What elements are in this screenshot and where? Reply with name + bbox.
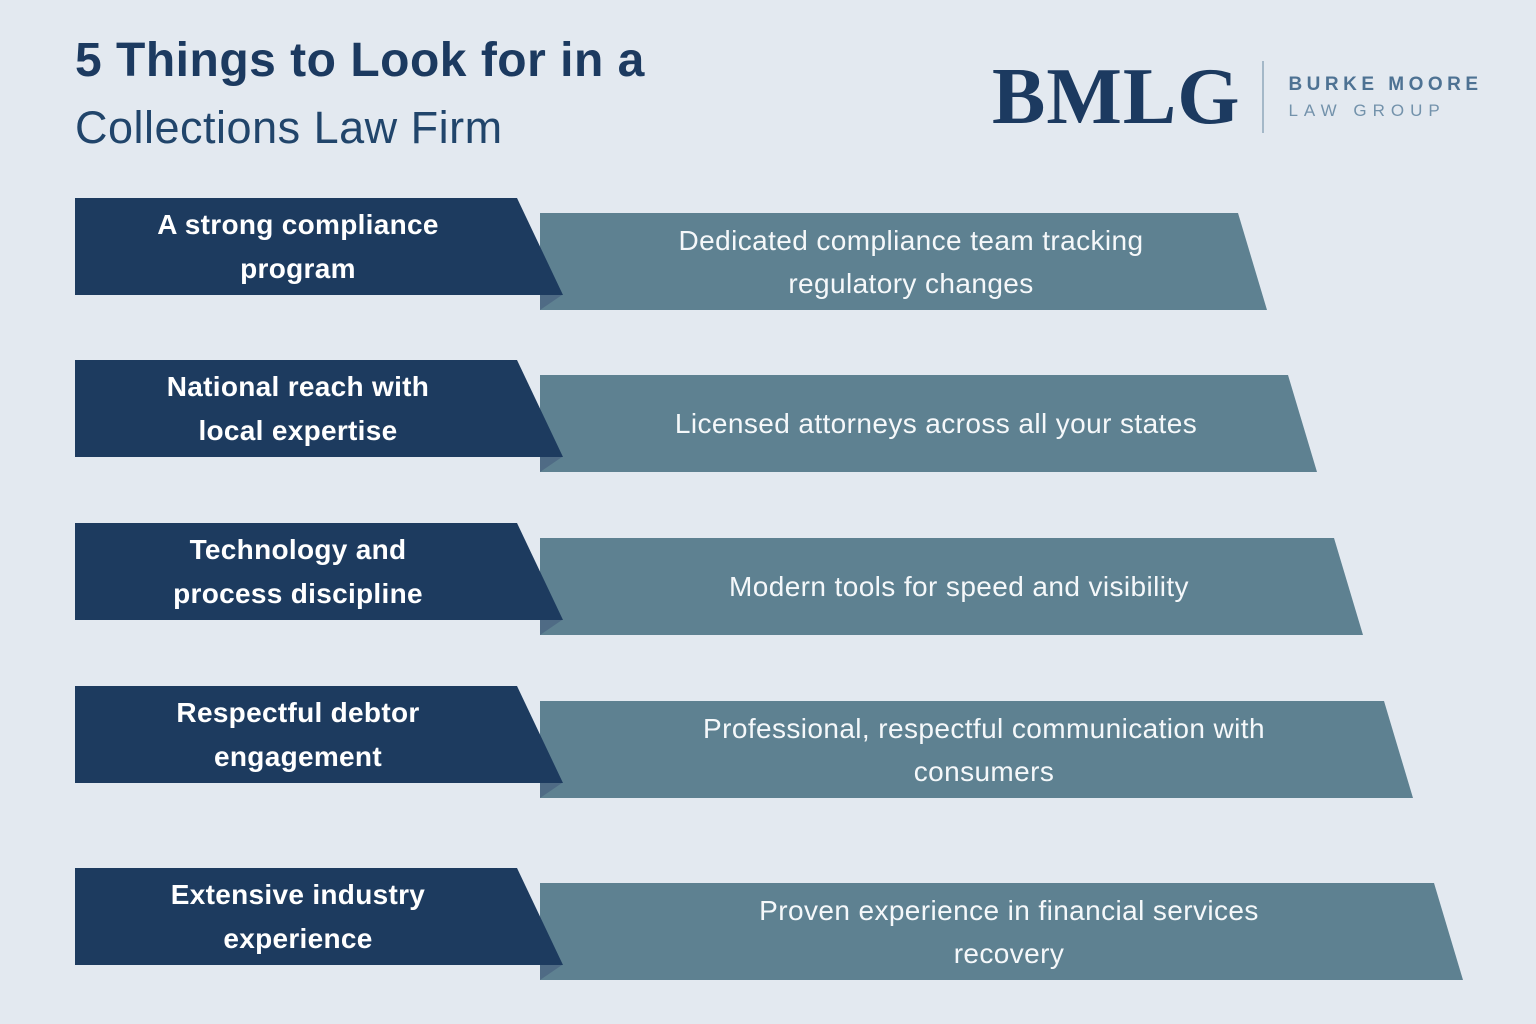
item-label-ribbon: National reach with local expertise — [75, 360, 563, 457]
list-item: Licensed attorneys across all your state… — [0, 360, 1536, 490]
item-label-text: A strong compliance program — [157, 208, 439, 284]
item-description-banner: Modern tools for speed and visibility — [540, 538, 1363, 635]
title-line-1: 5 Things to Look for in a — [75, 34, 645, 87]
logo: BMLG BURKE MOORE LAW GROUP — [992, 53, 1483, 141]
item-description-banner: Professional, respectful communication w… — [540, 701, 1413, 798]
item-label-ribbon: A strong compliance program — [75, 198, 563, 295]
title-line-2: Collections Law Firm — [75, 102, 503, 153]
logo-monogram: BMLG — [992, 53, 1241, 141]
item-label-text: Technology and process discipline — [173, 533, 423, 609]
item-description-text: Proven experience in financial services … — [759, 894, 1259, 969]
item-description-text: Professional, respectful communication w… — [703, 712, 1265, 787]
item-description-text: Modern tools for speed and visibility — [729, 571, 1189, 602]
logo-divider — [1262, 61, 1265, 133]
logo-firm-name: BURKE MOORE — [1288, 73, 1483, 95]
item-label-ribbon: Technology and process discipline — [75, 523, 563, 620]
logo-firm-subname: LAW GROUP — [1288, 100, 1446, 120]
item-label-ribbon: Extensive industry experience — [75, 868, 563, 965]
list-item: Professional, respectful communication w… — [0, 686, 1536, 816]
item-label-text: Extensive industry experience — [170, 878, 426, 954]
list-item: Dedicated compliance team tracking regul… — [0, 198, 1536, 328]
item-label-text: Respectful debtor engagement — [176, 696, 420, 772]
item-description-banner: Dedicated compliance team tracking regul… — [540, 213, 1267, 310]
item-description-text: Dedicated compliance team tracking regul… — [678, 224, 1144, 299]
logo-names: BURKE MOORE LAW GROUP — [1288, 74, 1482, 121]
item-description-text: Licensed attorneys across all your state… — [674, 408, 1198, 439]
item-label-text: National reach with local expertise — [166, 370, 430, 446]
list-item: Proven experience in financial services … — [0, 868, 1536, 998]
page-title: 5 Things to Look for in a Collections La… — [75, 32, 645, 156]
item-description-banner: Licensed attorneys across all your state… — [540, 375, 1317, 472]
list-item: Modern tools for speed and visibility Te… — [0, 523, 1536, 653]
item-description-banner: Proven experience in financial services … — [540, 883, 1463, 980]
item-label-ribbon: Respectful debtor engagement — [75, 686, 563, 783]
